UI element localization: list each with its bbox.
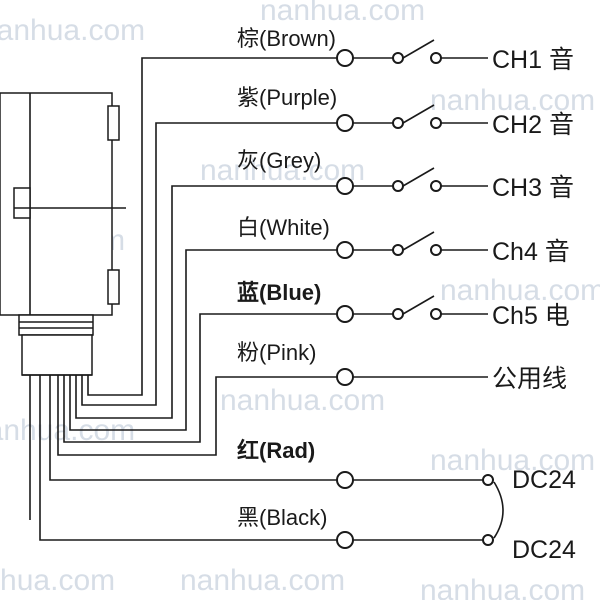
terminal-black [336,531,354,549]
wire-black [39,375,337,541]
wire-blue [63,313,337,443]
power-terminal-neg [482,534,494,546]
output-label-ch1: CH1 音 [492,46,574,74]
watermark-text: nanhua.com [440,274,600,307]
device-neck [18,314,94,336]
wire-white [69,249,337,431]
watermark-text: nanhua.com [180,564,345,597]
device-tab-top [107,105,120,141]
switch-ch5-pivot [392,308,404,320]
power-label-pos: DC24 [512,466,576,494]
switch-ch4-contact [430,244,442,256]
device-connector [21,334,93,376]
watermark-text: nanhua.com [220,384,385,417]
switch-ch2-pivot [392,117,404,129]
wire-brown [87,57,337,396]
switch-ch3-contact [430,180,442,192]
switch-ch2 [353,104,488,124]
terminal-pink [336,368,354,386]
terminal-blue [336,305,354,323]
wire-label-grey: 灰(Grey) [237,148,321,173]
output-label-ch4: Ch4 音 [492,238,570,266]
watermark-text: nanhua.com [0,14,145,47]
output-label-ch2: CH2 音 [492,111,574,139]
output-label-ch5: Ch5 电 [492,302,570,330]
wire-label-brown: 棕(Brown) [237,26,336,51]
watermark-text: nanhua.com [420,574,585,600]
terminal-white [336,241,354,259]
wire-paths [29,39,504,541]
switch-ch4-pivot [392,244,404,256]
wire-label-white: 白(White) [237,215,330,240]
power-terminal-pos [482,474,494,486]
terminal-red [336,471,354,489]
watermark-text: nanhua.com [0,564,115,597]
wire-label-black: 黑(Black) [237,505,327,530]
power-bracket [493,481,504,539]
wire-pink [57,375,337,456]
terminals [336,49,494,549]
labels: 棕(Brown) 紫(Purple) 灰(Grey) 白(White) 蓝(Bl… [237,26,576,564]
wire-red [49,375,337,481]
wire-purple [81,122,337,406]
switch-ch1 [353,39,488,59]
switch-ch3-pivot [392,180,404,192]
wire-label-red: 红(Rad) [237,438,315,463]
wire-label-blue: 蓝(Blue) [237,280,321,305]
wire-label-purple: 紫(Purple) [237,85,337,110]
watermark-text: nanhua.com [430,444,595,477]
wire-label-pink: 粉(Pink) [237,340,316,365]
terminal-grey [336,177,354,195]
switch-ch3 [353,167,488,187]
device-notch [13,187,31,219]
power-label-neg: DC24 [512,536,576,564]
switch-ch1-pivot [392,52,404,64]
sensor-device [0,92,126,376]
watermark-text: nanhua.com [430,84,595,117]
wire-grey [75,185,337,419]
switch-ch5-contact [430,308,442,320]
switch-ch5 [353,295,488,315]
switch-ch4 [353,231,488,251]
switch-ch1-contact [430,52,442,64]
terminal-brown [336,49,354,67]
switch-ch2-contact [430,117,442,129]
device-tab-bottom [107,269,120,305]
watermark-text: nanhua.com [260,0,425,27]
output-label-common: 公用线 [492,365,567,393]
terminal-purple [336,114,354,132]
output-label-ch3: CH3 音 [492,174,574,202]
